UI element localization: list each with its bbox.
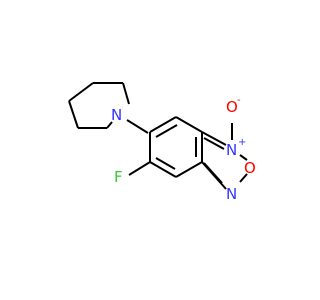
atom-n-ring: N xyxy=(226,185,237,203)
bond-benz-a xyxy=(149,116,177,133)
bond-c-nplus xyxy=(201,131,227,146)
bond-pyr-c1-n xyxy=(122,82,130,105)
bond-c-nplus-double xyxy=(203,137,225,150)
bond-nplus-o xyxy=(239,154,248,161)
atom-f: F xyxy=(114,168,123,186)
bond-c-f xyxy=(128,161,151,176)
molecule-canvas: N F N + O - O N xyxy=(68,82,256,203)
pyrrolidine-ring xyxy=(68,82,130,129)
bond-n-c-double xyxy=(203,162,223,184)
bond-benz-e-inner xyxy=(155,157,176,170)
atom-o-oxide: O xyxy=(226,98,238,116)
bond-benz-d xyxy=(175,161,203,178)
atom-o-ring: O xyxy=(244,159,256,177)
bond-o-n xyxy=(239,173,248,183)
bond-pyr-c4-n xyxy=(106,121,113,129)
charge-plus: + xyxy=(238,137,246,148)
bond-pyr-c1-c2 xyxy=(68,82,94,102)
benzene-ring xyxy=(149,116,203,178)
bond-benz-b xyxy=(175,116,203,133)
oxadiazole-ring xyxy=(201,123,248,190)
bond-benz-e xyxy=(149,161,177,178)
bond-n-to-ring xyxy=(126,119,149,134)
charge-minus: - xyxy=(237,95,241,106)
bond-pyr-c2-c3 xyxy=(68,100,79,129)
atom-n-oxide: N xyxy=(226,141,237,159)
molecule-structure: N F N + O - O N xyxy=(68,82,256,203)
bond-benz-a-inner xyxy=(155,124,178,138)
atom-n-pyrrolidine: N xyxy=(111,106,122,124)
